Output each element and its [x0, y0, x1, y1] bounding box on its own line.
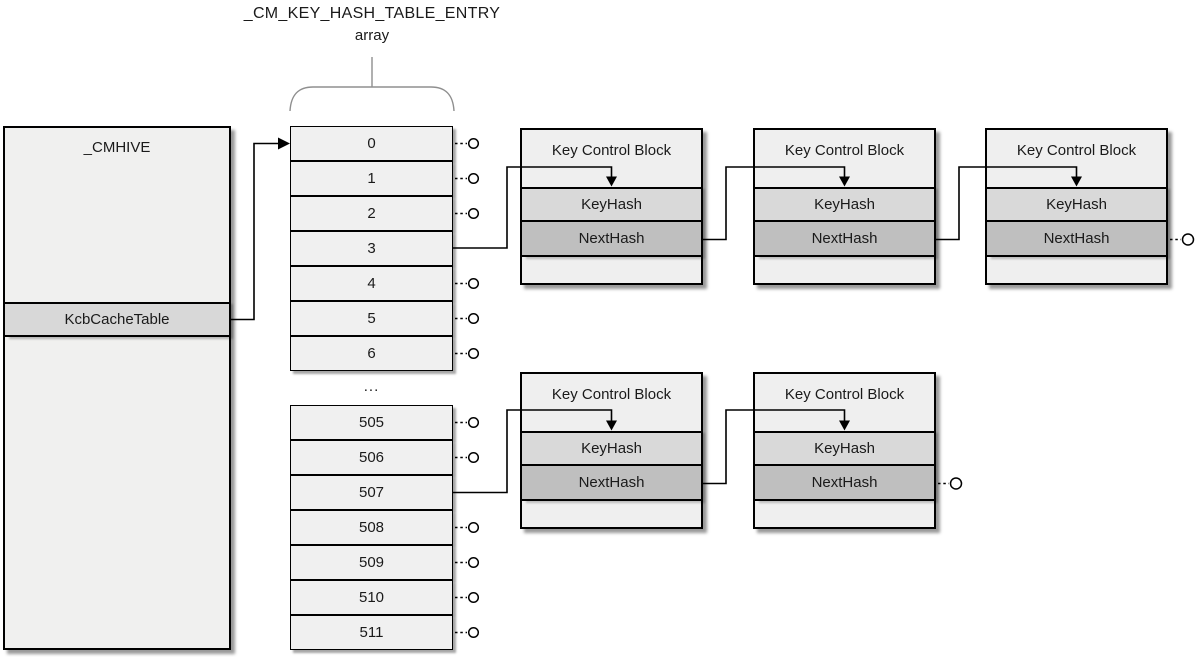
kcb-bottom-1-nexthash: NextHash	[522, 466, 701, 501]
hash-cell-507: 507	[290, 475, 453, 510]
link-kcbcachetable-to-array	[231, 142, 279, 321]
hash-cell-6: 6	[290, 336, 453, 371]
kcb-top-2: Key Control Block KeyHash NextHash	[753, 128, 936, 285]
kcb-top-1: Key Control Block KeyHash NextHash	[520, 128, 703, 285]
kcb-top-2-keyhash: KeyHash	[755, 187, 934, 222]
cmhive-box: _CMHIVE KcbCacheTable	[3, 126, 231, 650]
kcb-top-2-header: Key Control Block	[784, 141, 905, 159]
kcb-bottom-2-nexthash: NextHash	[755, 466, 934, 501]
kcb-top-3-gap	[987, 170, 1166, 187]
hash-cell-4: 4	[290, 266, 453, 301]
kcb-top-2-nexthash: NextHash	[755, 222, 934, 257]
kcb-bottom-1-keyhash: KeyHash	[522, 431, 701, 466]
array-title: _CM_KEY_HASH_TABLE_ENTRY array	[192, 5, 552, 44]
kcb-top-2-gap	[755, 170, 934, 187]
hash-cell-505: 505	[290, 405, 453, 440]
kcb-bottom-2-header: Key Control Block	[784, 385, 905, 403]
array-ellipsis: ...	[363, 378, 380, 395]
hash-cell-2: 2	[290, 196, 453, 231]
kcb-top-1-nexthash: NextHash	[522, 222, 701, 257]
hash-cell-508: 508	[290, 510, 453, 545]
kcb-top-3-nexthash: NextHash	[987, 222, 1166, 257]
hash-table-array-top: 0 1 2 3 4 5 6	[290, 126, 453, 371]
hash-cell-0: 0	[290, 126, 453, 161]
hash-cell-509: 509	[290, 545, 453, 580]
hash-cell-511: 511	[290, 615, 453, 650]
hash-cell-5: 5	[290, 301, 453, 336]
kcb-bottom-1-header: Key Control Block	[551, 385, 672, 403]
kcb-top-1-gap	[522, 170, 701, 187]
kcb-top-3-header: Key Control Block	[1016, 141, 1137, 159]
hash-cell-3: 3	[290, 231, 453, 266]
kcb-top-3: Key Control Block KeyHash NextHash	[985, 128, 1168, 285]
kcb-top-1-keyhash: KeyHash	[522, 187, 701, 222]
array-brace	[289, 57, 455, 112]
kcb-bottom-2-keyhash: KeyHash	[755, 431, 934, 466]
hash-cell-1: 1	[290, 161, 453, 196]
hash-table-array-bottom: 505 506 507 508 509 510 511	[290, 405, 453, 650]
cmhive-title: _CMHIVE	[83, 139, 151, 156]
array-title-struct-name: _CM_KEY_HASH_TABLE_ENTRY	[243, 5, 501, 22]
kcb-bottom-1: Key Control Block KeyHash NextHash	[520, 372, 703, 529]
arrowhead-into-cell0	[278, 137, 290, 150]
kcb-top-1-header: Key Control Block	[551, 141, 672, 159]
kcb-bottom-2-gap	[755, 414, 934, 431]
kcb-bottom-1-gap	[522, 414, 701, 431]
kcb-top-3-keyhash: KeyHash	[987, 187, 1166, 222]
hash-cell-510: 510	[290, 580, 453, 615]
kcb-bottom-2: Key Control Block KeyHash NextHash	[753, 372, 936, 529]
cmhive-field-kcbcachetable: KcbCacheTable	[5, 302, 229, 337]
hash-cell-506: 506	[290, 440, 453, 475]
array-title-subtitle: array	[354, 27, 390, 44]
